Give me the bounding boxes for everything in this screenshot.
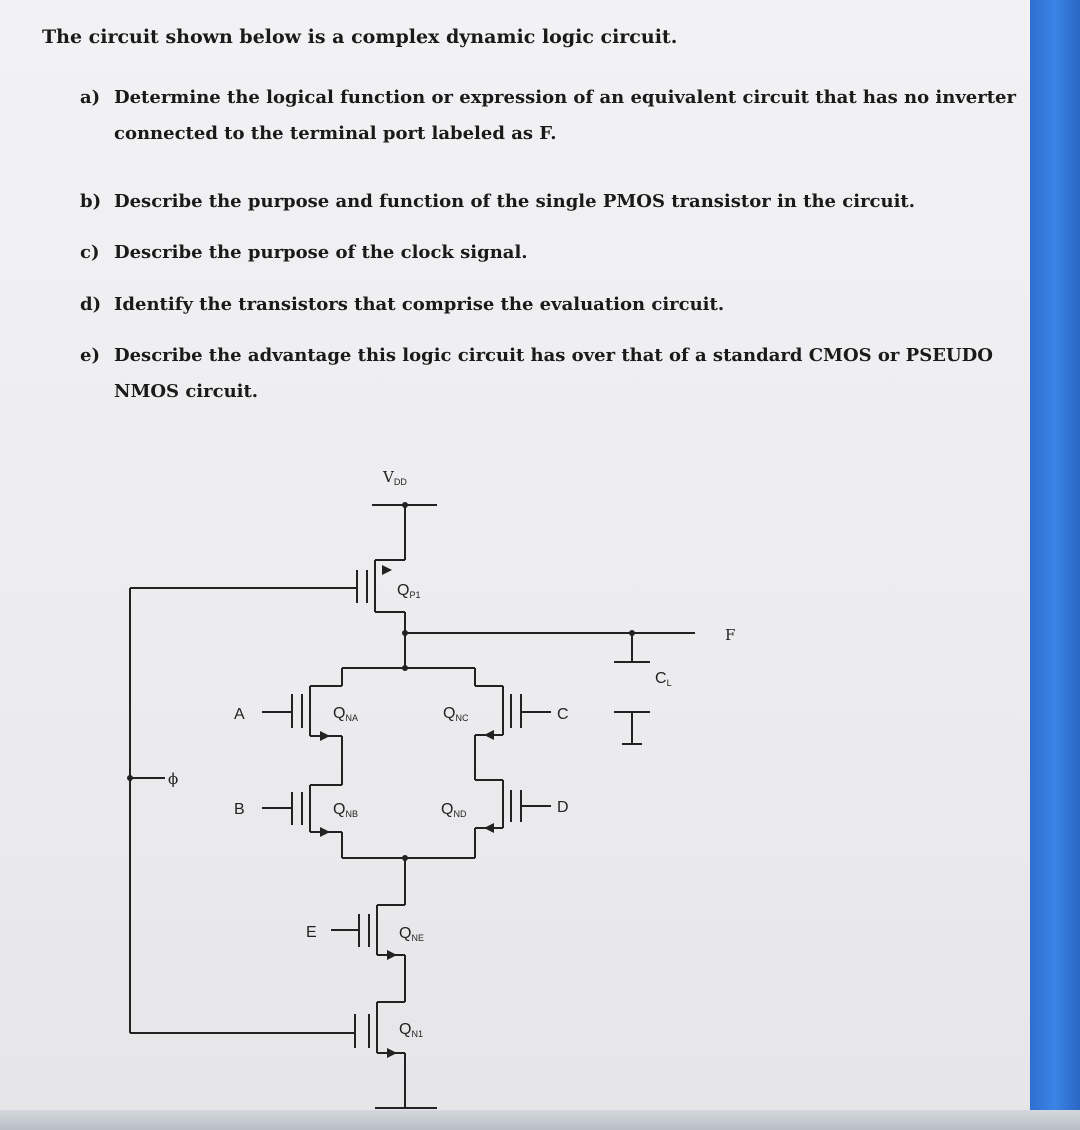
question-text: Describe the advantage this logic circui… [114, 345, 993, 366]
arrow-icon [387, 1048, 397, 1058]
question-label: a) [80, 87, 101, 108]
arrow-icon [484, 823, 494, 833]
question-text: Describe the purpose and function of the… [114, 191, 916, 212]
arrow-icon [320, 731, 330, 741]
circuit-diagram: VDD QP1 F CL ϕ A B C D E QNA QNB QNC QND… [127, 468, 735, 1109]
window-border [1030, 0, 1080, 1130]
question-label: b) [80, 191, 102, 212]
question-text: Identify the transistors that comprise t… [114, 294, 725, 315]
pmos-arrow-icon [382, 565, 392, 575]
arrow-icon [387, 950, 397, 960]
question-e: e) Describe the advantage this logic circ… [80, 338, 993, 410]
question-text-continued: NMOS circuit. [114, 381, 259, 402]
clock-label: ϕ [168, 770, 178, 788]
question-d: d) Identify the transistors that comprise… [80, 287, 724, 323]
question-a: a) Determine the logical function or expr… [80, 80, 1016, 152]
question-c: c) Describe the purpose of the clock sign… [80, 235, 528, 271]
input-d-label: D [557, 799, 569, 816]
qne-label: QNE [399, 925, 424, 943]
vdd-label: VDD [382, 468, 407, 487]
arrow-icon [484, 730, 494, 740]
question-label: d) [80, 294, 102, 315]
taskbar [0, 1110, 1080, 1130]
qnb-label: QNB [333, 801, 358, 819]
page-title: The circuit shown below is a complex dyn… [42, 26, 678, 48]
arrow-icon [320, 827, 330, 837]
question-text-continued: connected to the terminal port labeled a… [114, 123, 557, 144]
input-c-label: C [557, 706, 569, 723]
qnc-label: QNC [443, 705, 469, 723]
capacitor-label: CL [655, 670, 672, 688]
question-label: c) [80, 242, 100, 263]
input-a-label: A [234, 706, 245, 723]
question-label: e) [80, 345, 100, 366]
question-text: Determine the logical function or expres… [114, 87, 1016, 108]
qnd-label: QND [441, 801, 467, 819]
document-page [0, 0, 1030, 1110]
question-text: Describe the purpose of the clock signal… [114, 242, 528, 263]
output-label: F [725, 626, 735, 644]
qna-label: QNA [333, 705, 358, 723]
qn1-label: QN1 [399, 1021, 423, 1039]
input-e-label: E [306, 924, 317, 941]
input-b-label: B [234, 801, 245, 818]
qp1-label: QP1 [397, 582, 420, 600]
question-b: b) Describe the purpose and function of t… [80, 184, 915, 220]
